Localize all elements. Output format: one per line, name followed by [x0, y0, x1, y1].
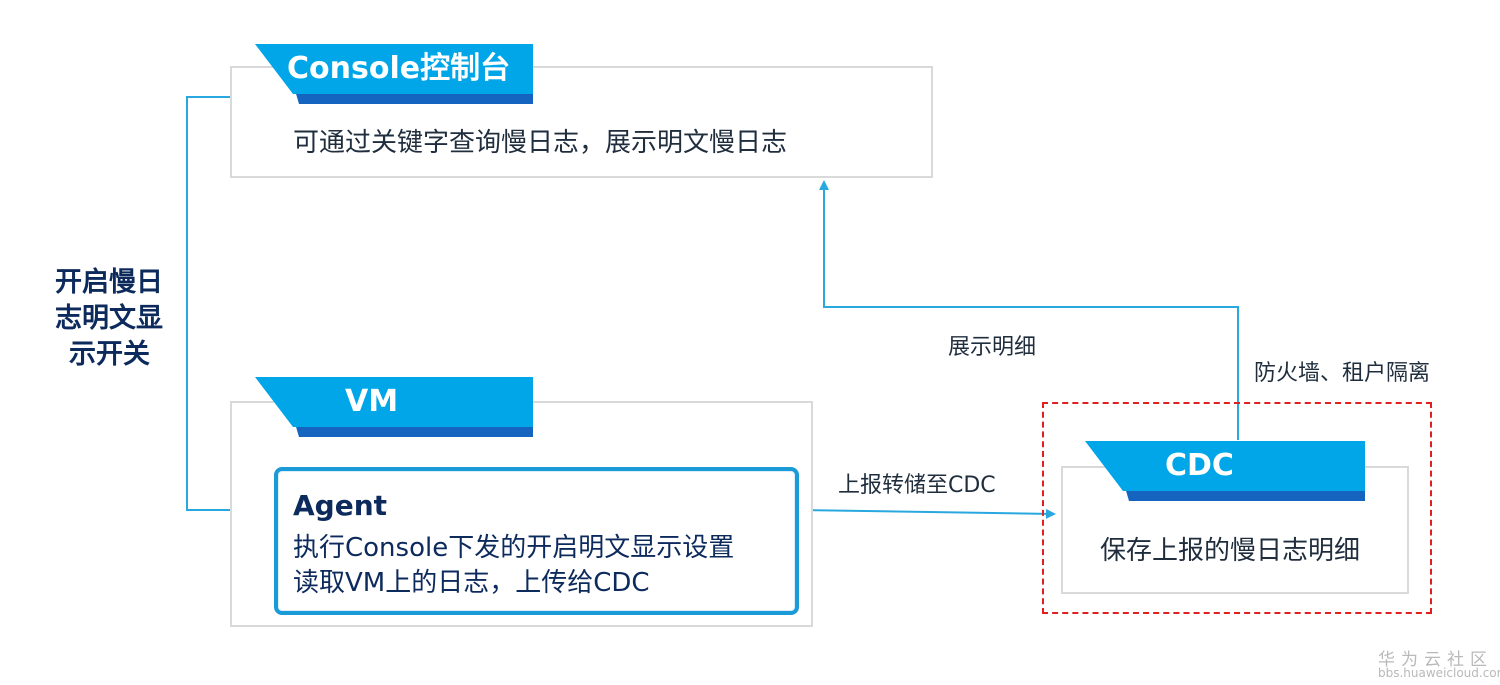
- agent-line1: 执行Console下发的开启明文显示设置: [293, 533, 735, 563]
- agent-title: Agent: [293, 489, 388, 522]
- vm-title: VM: [255, 377, 533, 427]
- agent-to-cdc-arrow: [798, 508, 1056, 519]
- vm-title-text: VM: [345, 384, 399, 419]
- cdc-isolation-region: [1042, 402, 1432, 614]
- switch-label-line2: 志明文显: [55, 303, 163, 334]
- cdc-banner: CDC: [1085, 441, 1365, 501]
- vm-banner: VM: [255, 377, 533, 437]
- agent-box: [274, 467, 799, 615]
- report-label: 上报转储至CDC: [838, 473, 996, 498]
- cdc-description: 保存上报的慢日志明细: [1100, 536, 1361, 566]
- console-banner: Console控制台: [255, 44, 533, 104]
- show-detail-label: 展示明细: [948, 335, 1037, 360]
- firewall-label: 防火墙、租户隔离: [1254, 361, 1431, 386]
- agent-line2: 读取VM上的日志，上传给CDC: [293, 568, 650, 598]
- console-title-text: Console控制台: [287, 51, 511, 86]
- watermark-brand: 华为云社区: [1378, 650, 1493, 670]
- watermark-url: bbs.huaweicloud.com: [1378, 666, 1500, 680]
- console-to-agent-arrow: [186, 96, 264, 515]
- cdc-to-console-arrow: [819, 180, 1239, 440]
- console-description: 可通过关键字查询慢日志，展示明文慢日志: [293, 128, 788, 158]
- cdc-title: CDC: [1085, 441, 1365, 491]
- console-title: Console控制台: [255, 44, 533, 94]
- switch-label-line3: 示开关: [69, 339, 150, 370]
- cdc-title-text: CDC: [1165, 448, 1234, 483]
- switch-label-line1: 开启慢日: [55, 267, 163, 298]
